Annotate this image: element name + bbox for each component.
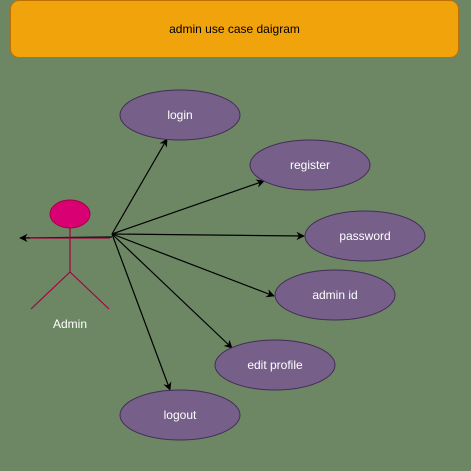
use-case-ellipse	[214, 339, 336, 391]
use-case-register[interactable]: register	[249, 139, 371, 191]
actor-head	[49, 199, 91, 229]
use-case-logout[interactable]: logout	[119, 389, 241, 441]
association-password	[111, 231, 305, 241]
use-case-label: edit profile	[247, 358, 303, 372]
actor-right-leg	[69, 271, 110, 310]
use-case-ellipse	[119, 389, 241, 441]
use-case-login[interactable]: login	[119, 89, 241, 141]
use-case-ellipse	[304, 210, 426, 262]
association-register	[111, 179, 265, 235]
use-case-ellipse	[274, 269, 396, 321]
diagram-title: admin use case daigram	[169, 22, 300, 36]
use-case-label: logout	[164, 408, 197, 422]
actor-left-leg	[30, 271, 71, 310]
use-case-label: register	[290, 158, 330, 172]
use-case-password[interactable]: password	[304, 210, 426, 262]
use-case-ellipse	[249, 139, 371, 191]
actor-admin[interactable]: Admin	[30, 199, 110, 331]
use-case-label: admin id	[312, 288, 357, 302]
use-case-admin-id[interactable]: admin id	[274, 269, 396, 321]
use-case-label: password	[339, 229, 390, 243]
use-case-edit-profile[interactable]: edit profile	[214, 339, 336, 391]
association-login	[111, 138, 168, 235]
association-admin-id	[111, 233, 275, 298]
association-logout	[111, 233, 172, 391]
association-edit-profile	[111, 233, 233, 349]
actor-label: Admin	[53, 317, 87, 331]
associations	[19, 138, 305, 391]
use-case-label: login	[167, 108, 192, 122]
diagram-title-box[interactable]: admin use case daigram	[10, 0, 459, 58]
use-case-ellipse	[119, 89, 241, 141]
